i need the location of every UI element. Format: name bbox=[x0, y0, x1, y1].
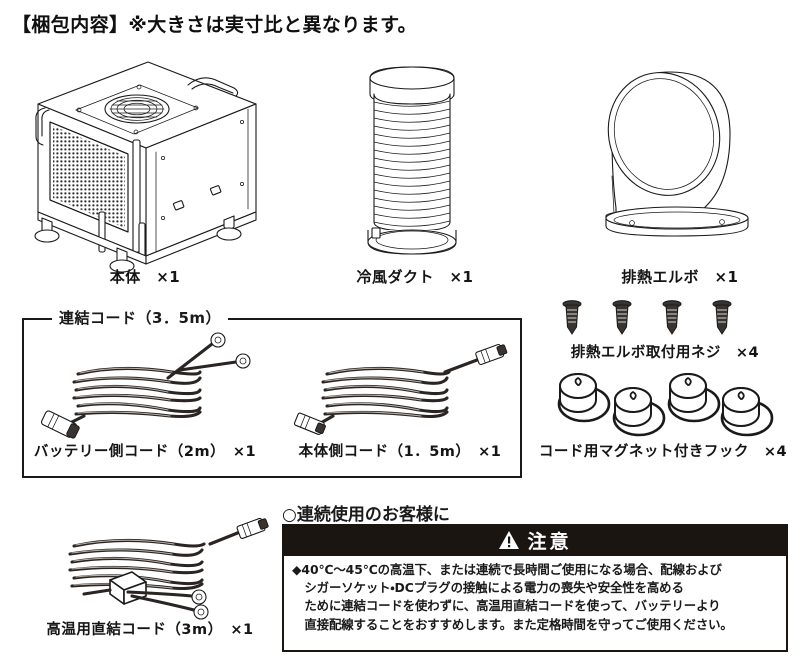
cord-group-label: 連結コード（3．5m） bbox=[52, 307, 229, 328]
item-main-unit bbox=[20, 52, 275, 273]
flexible-duct-illustration bbox=[367, 66, 457, 255]
caution-body: ◆40℃〜45℃の高温下、または連続で長時間ご使用になる場合、配線および シガー… bbox=[282, 556, 788, 652]
item-unit-cord bbox=[293, 338, 510, 436]
item-elbow-screws-label: 排熱エルボ取付用ネジ ×4 bbox=[570, 345, 760, 361]
elbow-duct-illustration bbox=[605, 71, 749, 237]
item-magnet-hooks bbox=[552, 373, 774, 437]
item-elbow-screws bbox=[560, 298, 760, 338]
item-cold-air-duct-label: 冷風ダクト ×1 bbox=[356, 268, 474, 286]
item-battery-cord-label: バッテリー側コード（2m） ×1 bbox=[33, 444, 257, 460]
item-high-temp-cord-label: 高温用直結コード（3m） ×1 bbox=[46, 622, 254, 638]
item-battery-cord bbox=[40, 330, 270, 439]
item-cold-air-duct bbox=[350, 58, 480, 258]
cord-group-box bbox=[22, 318, 522, 478]
caution-line-3: ために連結コードを使わずに、高温用直結コードを使って、バッテリーより bbox=[304, 598, 721, 614]
item-magnet-hooks-label: コード用マグネット付きフック ×4 bbox=[538, 444, 788, 460]
item-high-temp-cord bbox=[48, 517, 278, 620]
item-main-unit-label: 本体 ×1 bbox=[109, 268, 181, 286]
screw-illustration bbox=[562, 300, 732, 335]
item-exhaust-elbow-label: 排熱エルボ ×1 bbox=[621, 268, 739, 286]
caution-line-2: シガーソケット・DCプラグの接触による電力の喪失や安全性を高める bbox=[304, 580, 684, 596]
caution-line-4: 直接配線することをおすすめします。また定格時間を守ってご使用ください。 bbox=[304, 616, 733, 632]
coiled-cord-illustration bbox=[293, 343, 508, 436]
caution-title: 注意 bbox=[527, 530, 572, 553]
page-title: 【梱包内容】※大きさは実寸比と異なります。 bbox=[12, 14, 417, 36]
caution-line-1: ◆40℃〜45℃の高温下、または連続で長時間ご使用になる場合、配線および bbox=[292, 562, 722, 577]
cooler-unit-illustration bbox=[34, 61, 257, 273]
caution-box: 注意 ◆40℃〜45℃の高温下、または連続で長時間ご使用になる場合、配線および … bbox=[282, 524, 788, 652]
warning-triangle-icon bbox=[499, 531, 520, 549]
coiled-cord-fuse-illustration bbox=[68, 517, 269, 620]
magnet-hook-illustration bbox=[557, 373, 774, 437]
coiled-cord-illustration bbox=[40, 332, 251, 439]
continuous-use-heading: ○連続使用のお客様に bbox=[282, 505, 450, 525]
item-unit-cord-label: 本体側コード（1．5m） ×1 bbox=[298, 444, 502, 460]
item-exhaust-elbow bbox=[592, 58, 767, 258]
caution-bar: 注意 bbox=[282, 524, 788, 556]
